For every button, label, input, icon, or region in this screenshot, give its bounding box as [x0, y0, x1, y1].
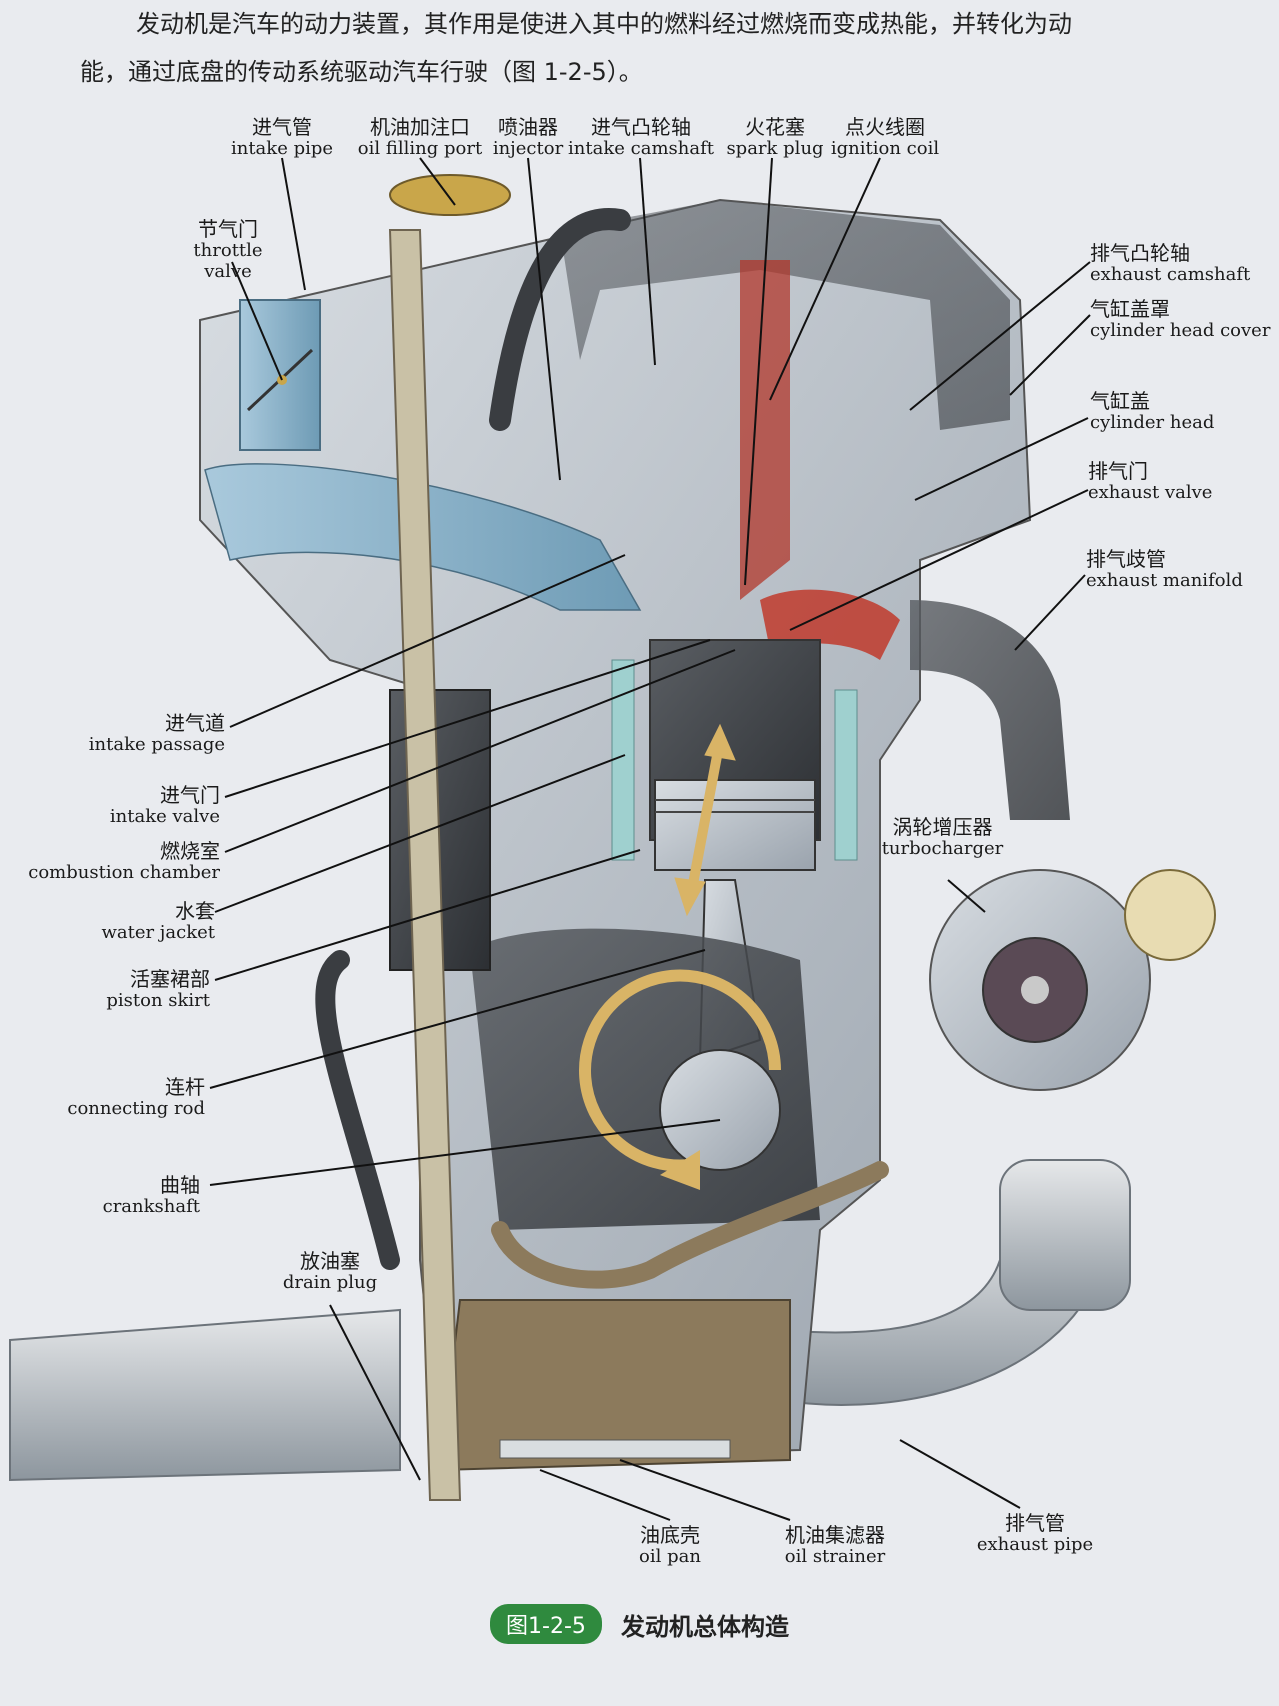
- label-connecting-rod: 连杆 connecting rod: [40, 1076, 205, 1120]
- label-zh: 喷油器: [498, 115, 558, 139]
- label-en: connecting rod: [67, 1098, 205, 1119]
- label-zh: 火花塞: [745, 115, 805, 139]
- label-oil-filling-port: 机油加注口 oil filling port: [345, 116, 495, 160]
- figure-title: 发动机总体构造: [620, 1612, 789, 1641]
- label-oil-strainer: 机油集滤器 oil strainer: [765, 1524, 905, 1568]
- label-intake-camshaft: 进气凸轮轴 intake camshaft: [566, 116, 716, 160]
- label-piston-skirt: 活塞裙部 piston skirt: [60, 968, 210, 1012]
- label-en: throttle valve: [193, 240, 263, 282]
- engine-block-shape: [199, 174, 1070, 1501]
- label-combustion-chamber: 燃烧室 combustion chamber: [12, 840, 220, 884]
- label-en: exhaust manifold: [1086, 570, 1243, 591]
- label-en: intake valve: [109, 806, 220, 827]
- label-en: intake camshaft: [568, 138, 714, 159]
- label-en: drain plug: [282, 1272, 378, 1293]
- label-zh: 进气道: [165, 711, 225, 735]
- label-en: spark plug: [726, 138, 824, 159]
- label-exhaust-pipe: 排气管 exhaust pipe: [965, 1512, 1105, 1556]
- label-zh: 点火线圈: [845, 115, 925, 139]
- label-en: intake passage: [88, 734, 225, 755]
- label-zh: 机油集滤器: [785, 1523, 885, 1547]
- turbocharger-shape: [929, 869, 1216, 1311]
- label-zh: 进气凸轮轴: [591, 115, 691, 139]
- label-en: combustion chamber: [28, 862, 220, 883]
- label-en: intake pipe: [230, 138, 334, 159]
- leader-lines: [209, 157, 1091, 1521]
- label-zh: 水套: [175, 899, 215, 923]
- label-intake-pipe: 进气管 intake pipe: [222, 116, 342, 160]
- label-throttle-valve: 节气门 throttle valve: [168, 218, 288, 282]
- label-en: exhaust pipe: [976, 1534, 1094, 1555]
- label-en: crankshaft: [102, 1196, 200, 1217]
- label-drain-plug: 放油塞 drain plug: [265, 1250, 395, 1294]
- label-en: oil filling port: [357, 138, 483, 159]
- label-en: oil strainer: [784, 1546, 886, 1567]
- label-spark-plug: 火花塞 spark plug: [720, 116, 830, 160]
- label-en: exhaust camshaft: [1090, 264, 1251, 285]
- label-en: turbocharger: [881, 838, 1004, 859]
- label-exhaust-camshaft: 排气凸轮轴 exhaust camshaft: [1090, 242, 1270, 286]
- label-en: cylinder head cover: [1090, 320, 1271, 341]
- label-zh: 进气门: [160, 783, 220, 807]
- label-crankshaft: 曲轴 crankshaft: [60, 1174, 200, 1218]
- label-exhaust-manifold: 排气歧管 exhaust manifold: [1086, 548, 1266, 592]
- piston-motion-arrow: [674, 723, 736, 917]
- label-zh: 进气管: [252, 115, 312, 139]
- label-water-jacket: 水套 water jacket: [60, 900, 215, 944]
- label-zh: 燃烧室: [160, 839, 220, 863]
- label-zh: 曲轴: [160, 1173, 200, 1197]
- label-en: ignition coil: [830, 138, 940, 159]
- label-turbocharger: 涡轮增压器 turbocharger: [870, 816, 1015, 860]
- label-exhaust-valve: 排气门 exhaust valve: [1088, 460, 1238, 504]
- label-zh: 气缸盖: [1090, 389, 1150, 413]
- label-oil-pan: 油底壳 oil pan: [610, 1524, 730, 1568]
- label-en: water jacket: [101, 922, 215, 943]
- label-en: oil pan: [639, 1546, 701, 1567]
- label-injector: 喷油器 injector: [478, 116, 578, 160]
- label-cylinder-head: 气缸盖 cylinder head: [1090, 390, 1240, 434]
- label-intake-valve: 进气门 intake valve: [60, 784, 220, 828]
- intro-paragraph: 发动机是汽车的动力装置，其作用是使进入其中的燃料经过燃烧而变成热能，并转化为动 …: [80, 0, 1260, 96]
- label-zh: 排气凸轮轴: [1090, 241, 1190, 265]
- label-zh: 涡轮增压器: [892, 815, 993, 839]
- crankshaft-rotation-arrow: [579, 969, 781, 1190]
- intro-line-2: 能，通过底盘的传动系统驱动汽车行驶（图 1-2-5）。: [80, 58, 643, 86]
- label-en: injector: [492, 138, 564, 159]
- label-ignition-coil: 点火线圈 ignition coil: [825, 116, 945, 160]
- label-cylinder-head-cover: 气缸盖罩 cylinder head cover: [1090, 298, 1275, 342]
- label-zh: 机油加注口: [370, 115, 470, 139]
- label-zh: 节气门: [198, 217, 258, 241]
- label-zh: 排气管: [1005, 1511, 1065, 1535]
- intro-line-1: 发动机是汽车的动力装置，其作用是使进入其中的燃料经过燃烧而变成热能，并转化为动: [136, 10, 1072, 38]
- label-zh: 排气门: [1088, 459, 1148, 483]
- label-zh: 气缸盖罩: [1090, 297, 1170, 321]
- label-zh: 活塞裙部: [130, 967, 210, 991]
- label-en: exhaust valve: [1088, 482, 1213, 503]
- label-en: cylinder head: [1090, 412, 1215, 433]
- label-zh: 连杆: [165, 1075, 205, 1099]
- label-en: piston skirt: [106, 990, 210, 1011]
- figure-number-badge: 图1-2-5: [490, 1604, 602, 1644]
- label-intake-passage: 进气道 intake passage: [60, 712, 225, 756]
- label-zh: 放油塞: [300, 1249, 360, 1273]
- figure-caption: 图1-2-5 发动机总体构造: [0, 1604, 1279, 1644]
- label-zh: 排气歧管: [1086, 547, 1166, 571]
- label-zh: 油底壳: [640, 1523, 700, 1547]
